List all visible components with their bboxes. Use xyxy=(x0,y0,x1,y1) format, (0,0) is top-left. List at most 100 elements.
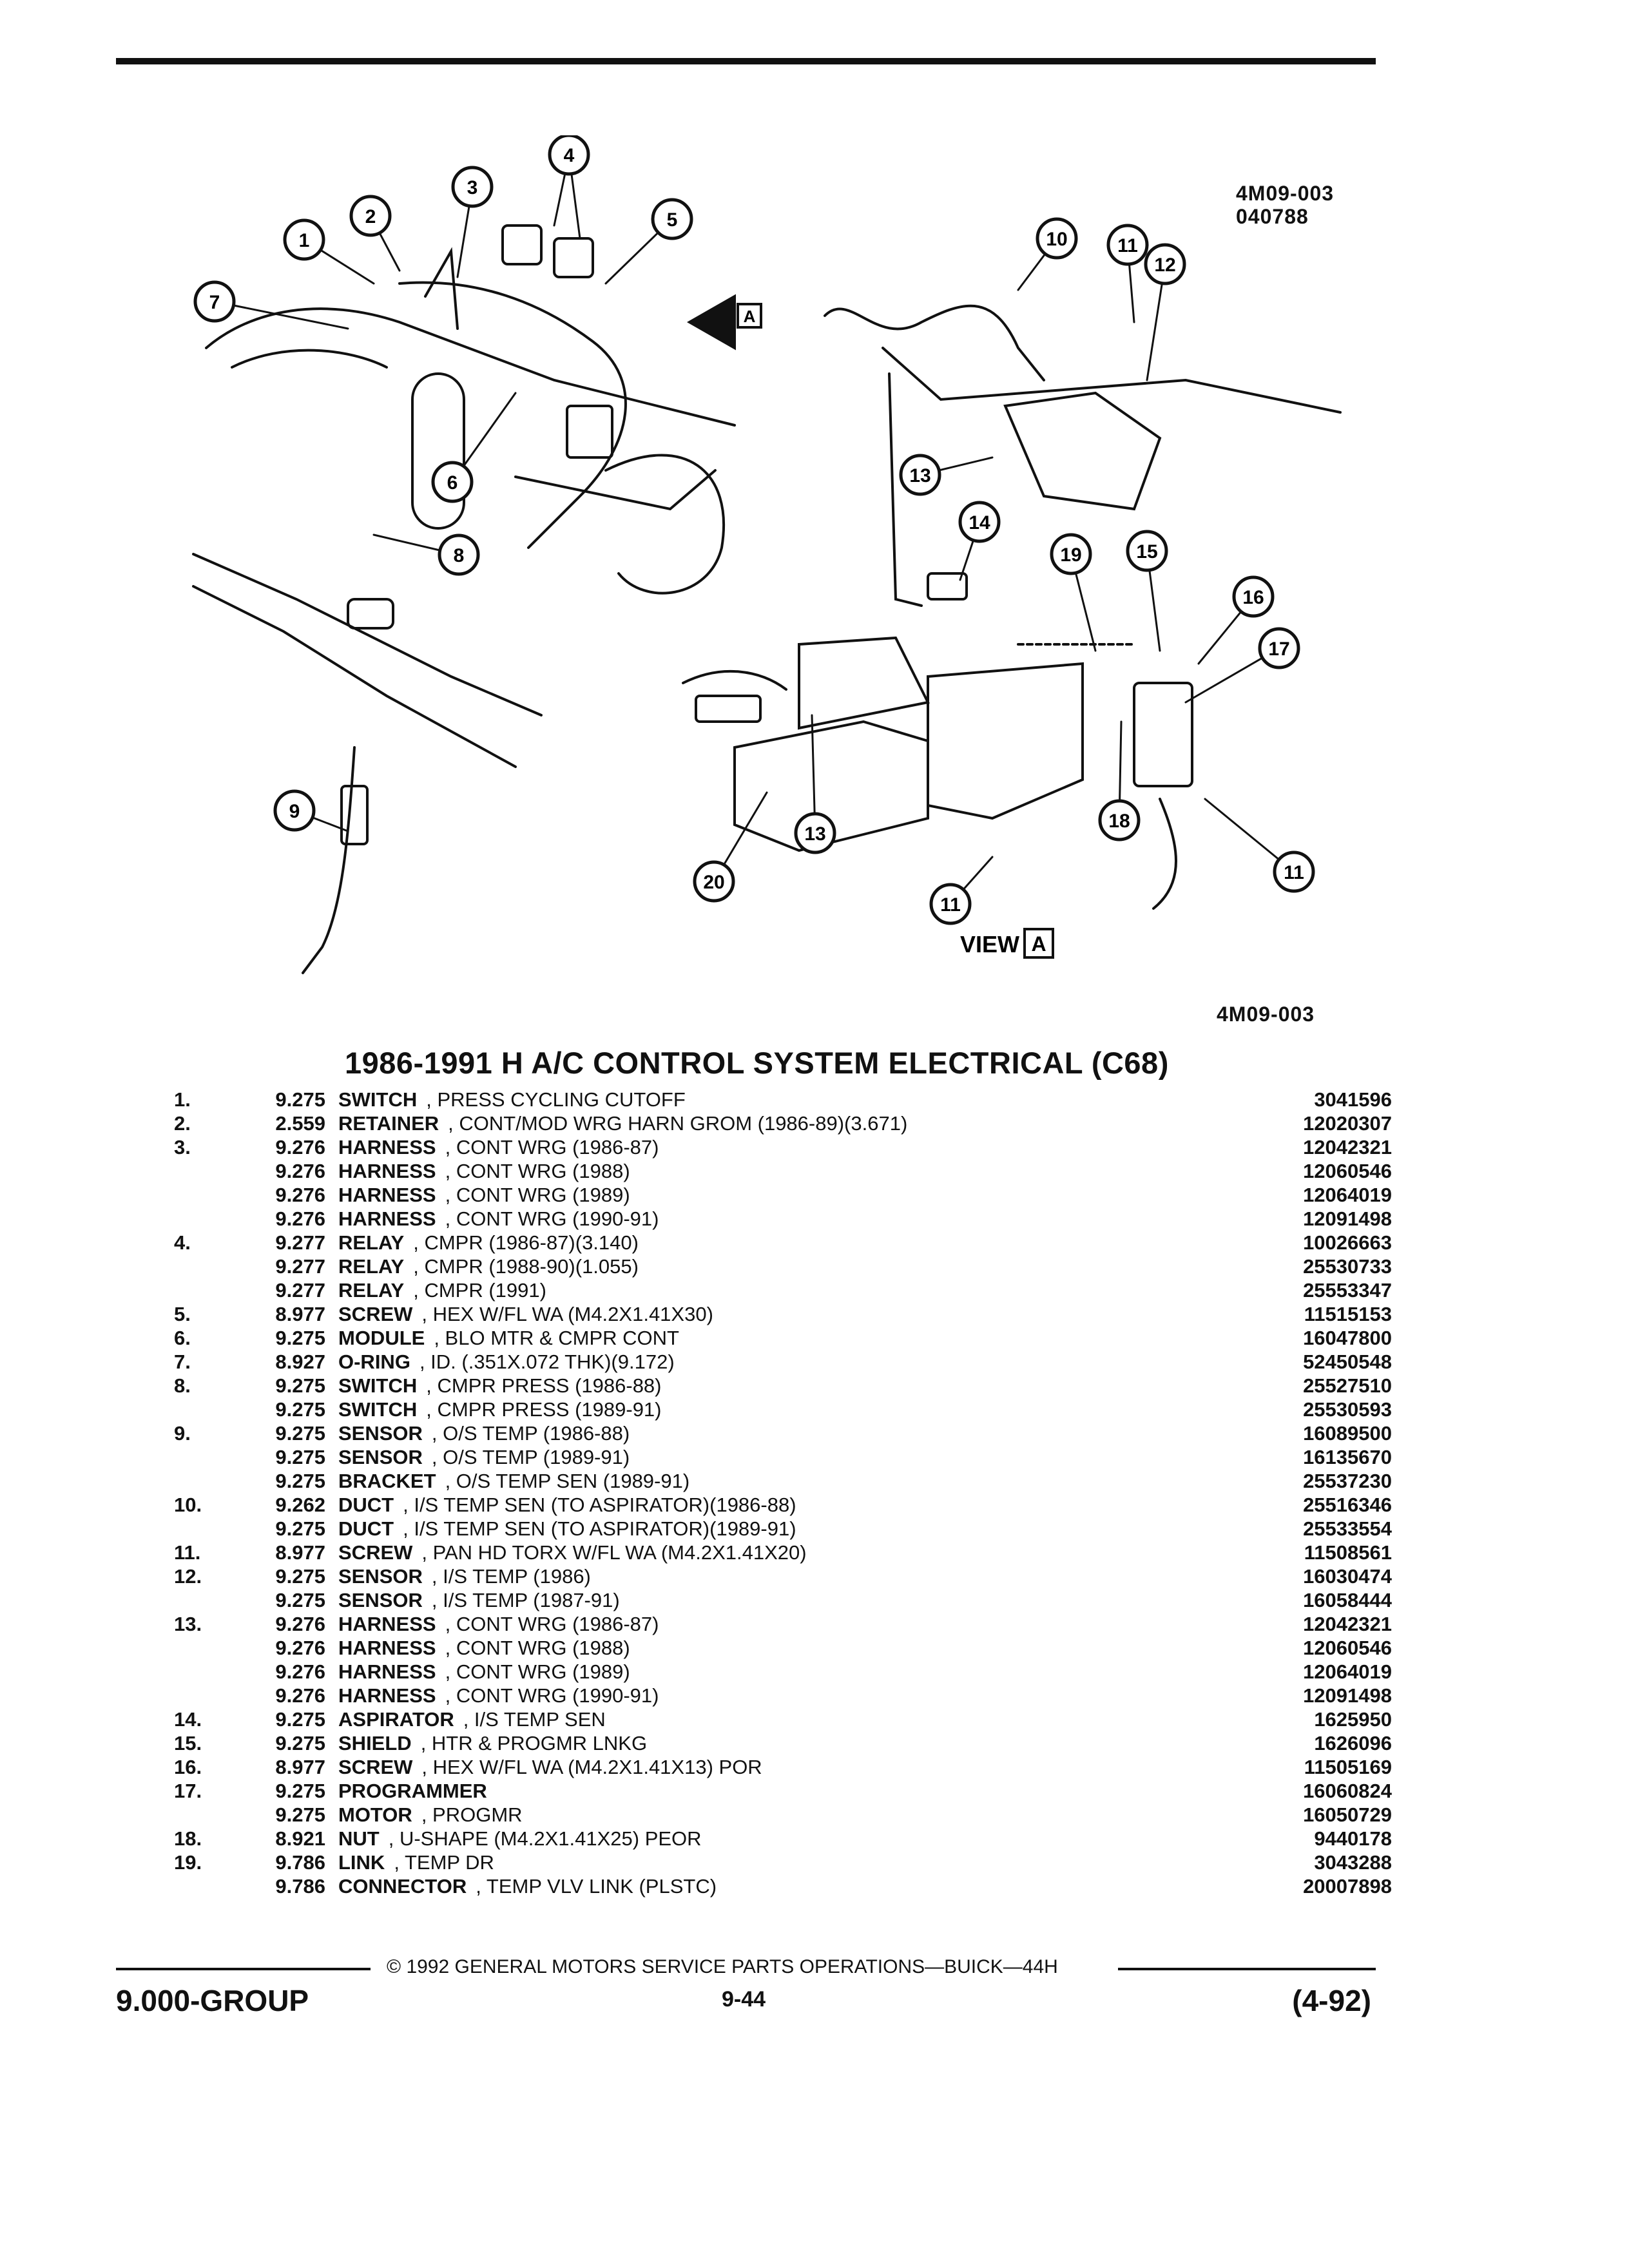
svg-text:8: 8 xyxy=(454,545,465,566)
part-detail: , PRESS CYCLING CUTOFF xyxy=(426,1088,686,1111)
part-name: HARNESS xyxy=(338,1207,445,1230)
part-description: RELAY, CMPR (1991) xyxy=(338,1278,1237,1302)
footer-rule-left xyxy=(116,1968,371,1970)
part-name: RETAINER xyxy=(338,1112,448,1135)
svg-text:14: 14 xyxy=(969,512,990,533)
part-detail: , O/S TEMP (1989-91) xyxy=(431,1446,630,1468)
callout-9: 9 xyxy=(273,789,316,832)
group-code: 9.276 xyxy=(275,1207,325,1230)
part-name: DUCT xyxy=(338,1517,403,1540)
view-a-label: VIEW A xyxy=(960,928,1054,959)
blower-outline xyxy=(604,454,726,595)
figure-id-top: 4M09-003 xyxy=(1236,182,1335,205)
part-description: HARNESS, CONT WRG (1988) xyxy=(338,1159,1237,1183)
svg-text:VIEW: VIEW xyxy=(960,931,1019,957)
group-code: 8.921 xyxy=(275,1827,325,1850)
group-code: 9.276 xyxy=(275,1136,325,1158)
callout-11c: 11 xyxy=(929,883,972,925)
callout-19: 19 xyxy=(1050,533,1092,575)
part-description: RETAINER, CONT/MOD WRG HARN GROM (1986-8… xyxy=(338,1111,1237,1135)
part-description: DUCT, I/S TEMP SEN (TO ASPIRATOR)(1989-9… xyxy=(338,1517,1237,1541)
part-name: LINK xyxy=(338,1851,394,1874)
part-number: 25533554 xyxy=(1303,1517,1392,1540)
part-description: HARNESS, CONT WRG (1986-87) xyxy=(338,1612,1237,1636)
callout-13b: 13 xyxy=(794,812,836,854)
group-code: 9.276 xyxy=(275,1637,325,1659)
group-code: 9.275 xyxy=(275,1780,325,1802)
part-number: 16058444 xyxy=(1303,1589,1392,1611)
part-description: RELAY, CMPR (1988-90)(1.055) xyxy=(338,1254,1237,1278)
callout-11b: 11 xyxy=(1273,850,1315,893)
callout-20: 20 xyxy=(693,860,735,903)
svg-text:17: 17 xyxy=(1268,639,1289,660)
svg-text:13: 13 xyxy=(804,823,825,845)
part-description: SWITCH, PRESS CYCLING CUTOFF xyxy=(338,1088,1237,1111)
part-detail: , CMPR (1986-87)(3.140) xyxy=(413,1231,639,1254)
svg-text:13: 13 xyxy=(909,465,930,486)
svg-text:18: 18 xyxy=(1108,811,1130,832)
group-code: 9.275 xyxy=(275,1422,325,1445)
group-code: 9.275 xyxy=(275,1470,325,1492)
part-name: HARNESS xyxy=(338,1660,445,1683)
part-detail: , TEMP DR xyxy=(394,1851,494,1874)
part-detail: , HEX W/FL WA (M4.2X1.41X13) POR xyxy=(421,1756,762,1778)
part-detail: , O/S TEMP SEN (1989-91) xyxy=(445,1470,690,1492)
part-description: HARNESS, CONT WRG (1989) xyxy=(338,1660,1237,1684)
group-code: 9.276 xyxy=(275,1184,325,1206)
group-code: 9.276 xyxy=(275,1160,325,1182)
part-number: 16047800 xyxy=(1303,1327,1392,1349)
part-name: SENSOR xyxy=(338,1565,432,1588)
part-detail: , I/S TEMP (1987-91) xyxy=(431,1589,620,1611)
part-description: NUT, U-SHAPE (M4.2X1.41X25) PEOR xyxy=(338,1827,1237,1850)
part-detail: , CONT WRG (1990-91) xyxy=(445,1684,659,1707)
svg-text:2: 2 xyxy=(365,206,376,227)
duct-outline xyxy=(824,304,1045,381)
dash-panel xyxy=(798,636,930,730)
part-number: 10026663 xyxy=(1303,1231,1392,1254)
group-code: 9.275 xyxy=(275,1446,325,1468)
group-code: 9.277 xyxy=(275,1231,325,1254)
part-detail: , BLO MTR & CMPR CONT xyxy=(434,1327,679,1349)
part-detail: , CONT WRG (1988) xyxy=(445,1160,630,1182)
svg-text:19: 19 xyxy=(1060,544,1081,566)
part-name: O-RING xyxy=(338,1350,419,1373)
part-detail: , CONT WRG (1986-87) xyxy=(445,1613,659,1635)
part-number: 9440178 xyxy=(1314,1827,1392,1850)
part-number: 25530733 xyxy=(1303,1255,1392,1278)
callout-15: 15 xyxy=(1126,530,1168,572)
harness-branch xyxy=(424,247,459,330)
part-number: 25530593 xyxy=(1303,1398,1392,1421)
callout-12: 12 xyxy=(1144,243,1186,285)
part-number: 12060546 xyxy=(1303,1637,1392,1659)
group-code: 9.262 xyxy=(275,1494,325,1516)
part-number: 12091498 xyxy=(1303,1207,1392,1230)
part-number: 16050729 xyxy=(1303,1803,1392,1826)
part-description: SENSOR, O/S TEMP (1989-91) xyxy=(338,1445,1237,1469)
callout-18: 18 xyxy=(1098,799,1141,841)
view-a-box-small: A xyxy=(737,303,762,329)
view-a-arrow xyxy=(686,294,736,351)
part-description: SHIELD, HTR & PROGMR LNKG xyxy=(338,1731,1237,1755)
part-detail: , CMPR PRESS (1986-88) xyxy=(426,1374,662,1397)
part-detail: , CONT WRG (1990-91) xyxy=(445,1207,659,1230)
group-code: 9.276 xyxy=(275,1684,325,1707)
group-code: 9.275 xyxy=(275,1803,325,1826)
part-description: HARNESS, CONT WRG (1986-87) xyxy=(338,1135,1237,1159)
part-detail: , CONT WRG (1986-87) xyxy=(445,1136,659,1158)
part-name: SCREW xyxy=(338,1756,422,1778)
part-detail: , CMPR (1988-90)(1.055) xyxy=(413,1255,639,1278)
group-code: 9.786 xyxy=(275,1875,325,1898)
part-name: ASPIRATOR xyxy=(338,1708,463,1731)
exploded-diagram: 1 2 3 4 5 6 7 8 9 10 11 12 13 14 19 15 1… xyxy=(192,135,1342,974)
group-code: 2.559 xyxy=(275,1112,325,1135)
